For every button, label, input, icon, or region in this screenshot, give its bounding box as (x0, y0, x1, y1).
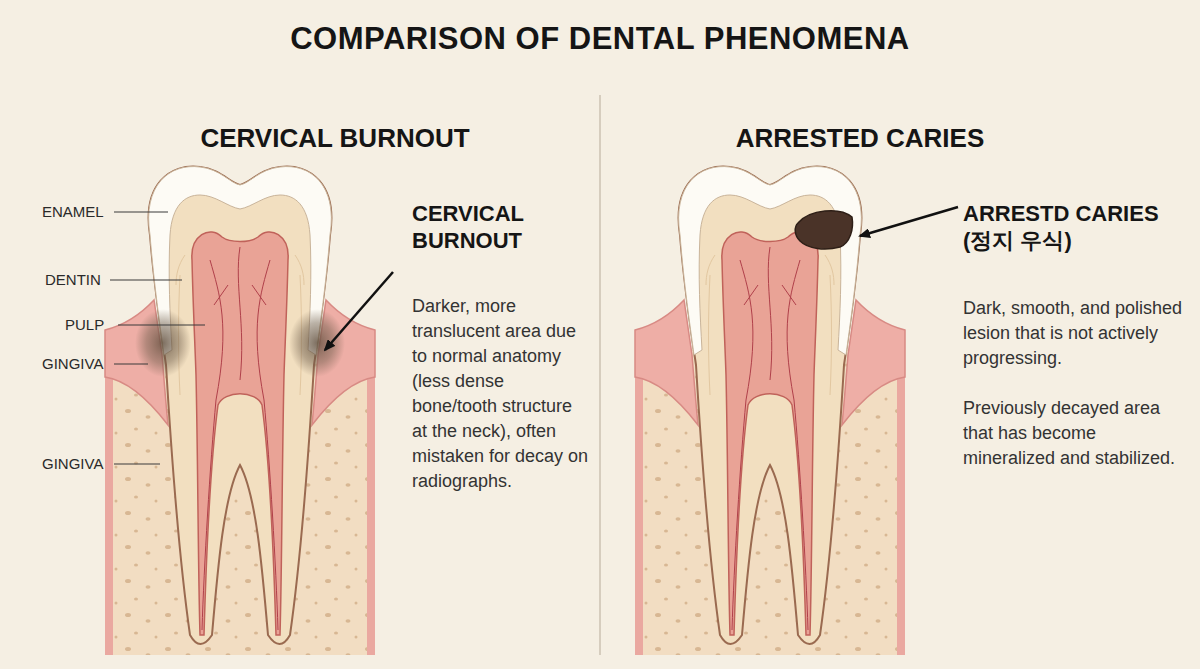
part-label: DENTIN (45, 271, 101, 289)
callout-heading: CERVICAL BURNOUT (412, 200, 577, 254)
part-label: GINGIVA (42, 455, 103, 473)
section-heading: CERVICAL BURNOUT (185, 122, 485, 154)
section-heading: ARRESTED CARIES (710, 122, 1010, 154)
divider-line (599, 95, 601, 655)
callout-text: Dark, smooth, and polished lesion that i… (963, 296, 1183, 371)
burnout-shadow (135, 309, 191, 377)
pointer-arrow (325, 272, 393, 350)
tooth-illustration (635, 167, 905, 655)
tooth-illustration (105, 167, 375, 655)
part-label: GINGIVA (42, 355, 103, 373)
pointer-arrow (860, 207, 958, 236)
leader-lines (110, 212, 205, 464)
part-label: PULP (65, 316, 104, 334)
caries-lesion (795, 211, 852, 249)
part-label: ENAMEL (42, 203, 104, 221)
callout-text: Previously decayed area that has become … (963, 396, 1183, 471)
callout-text: Darker, more translucent area due to nor… (412, 294, 592, 494)
callout-heading: ARRESTD CARIES (정지 우식) (963, 200, 1188, 254)
burnout-shadow (289, 309, 345, 377)
page-title: COMPARISON OF DENTAL PHENOMENA (0, 20, 1200, 58)
